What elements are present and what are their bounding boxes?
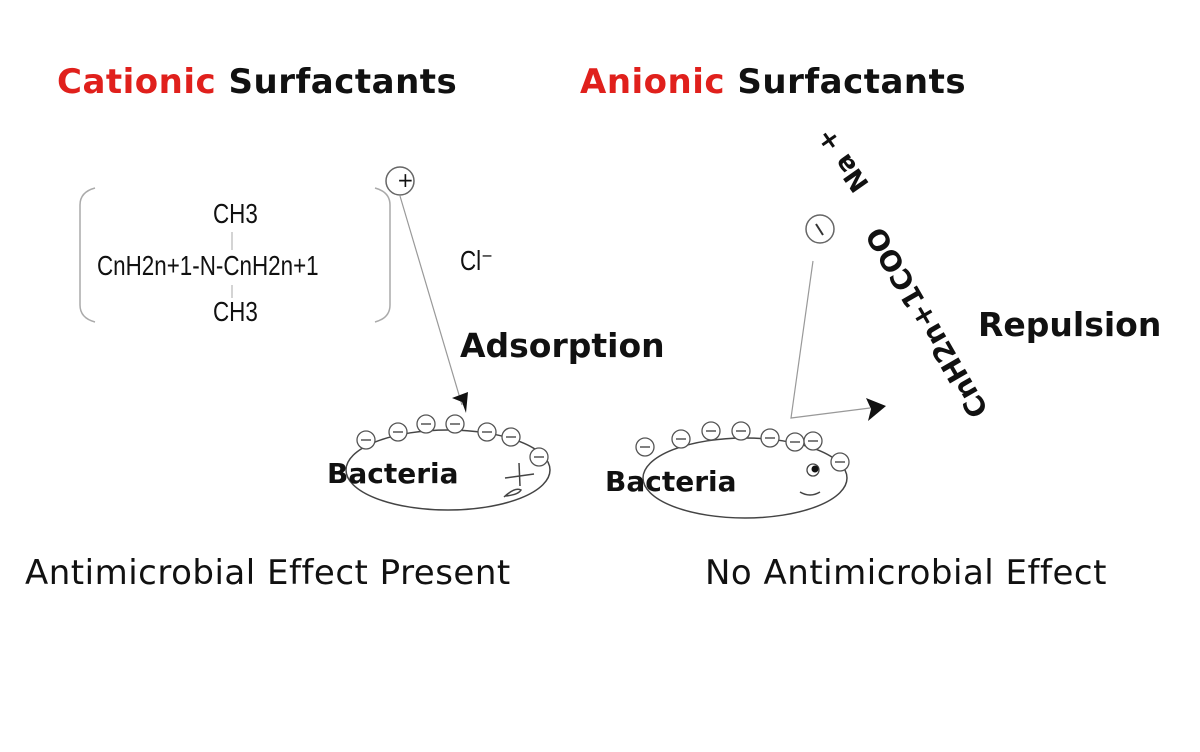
smile-face-icon xyxy=(799,463,821,496)
positive-charge-icon xyxy=(385,166,415,196)
adsorption-label: Adsorption xyxy=(460,326,665,365)
cationic-title: Cationic Surfactants xyxy=(57,62,457,102)
formula-bottom: CH3 xyxy=(213,296,258,327)
repulsion-label: Repulsion xyxy=(978,305,1162,344)
cationic-effect: Antimicrobial Effect Present xyxy=(25,553,511,593)
anionic-title-rest: Surfactants xyxy=(725,62,967,102)
anionic-effect: No Antimicrobial Effect xyxy=(705,553,1107,593)
cationic-title-highlight: Cationic xyxy=(57,62,217,102)
cationic-title-rest: Surfactants xyxy=(216,62,458,102)
formula-middle: CnH2n+1-N-CnH2n+1 xyxy=(97,250,319,281)
repulsion-arrow-line xyxy=(790,260,871,419)
formula-top: CH3 xyxy=(213,198,258,229)
anionic-title: Anionic Surfactants xyxy=(580,62,966,102)
left-bacteria-label: Bacteria xyxy=(327,457,459,490)
left-bracket xyxy=(79,187,96,323)
positive-charge-label: + xyxy=(397,168,414,192)
chloride-ion: Cl⁻ xyxy=(460,245,493,276)
adsorption-arrow-line xyxy=(399,195,463,406)
right-bracket xyxy=(374,187,391,323)
adsorption-arrowhead-icon xyxy=(452,392,468,413)
sad-face-icon xyxy=(503,462,535,498)
anionic-title-highlight: Anionic xyxy=(580,62,726,102)
right-bacteria-label: Bacteria xyxy=(605,465,737,498)
repulsion-arrowhead-icon xyxy=(866,398,886,421)
right-negative-charges xyxy=(635,421,850,472)
